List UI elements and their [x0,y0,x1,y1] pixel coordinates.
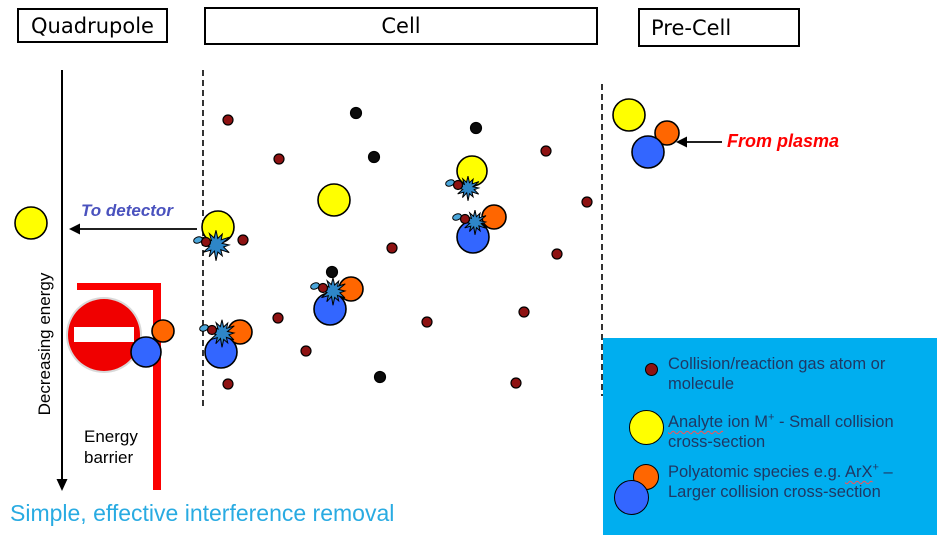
to-detector-arrowhead-icon [69,223,80,235]
no-entry-sign-bar [74,327,134,342]
gas-atom-dot [551,248,563,260]
collision-fragment-icon [193,236,203,244]
collision-fragment-icon [199,324,209,332]
legend-item-text: Analyte ion M+ - Small collision cross-s… [668,412,930,452]
collision-gas-dot [452,179,464,191]
polyatomic-blue-ion [313,292,347,326]
analyte-ion [14,206,48,240]
gas-atom-dot [367,150,381,164]
energy-barrier-vertical-bar [153,283,161,490]
gas-atom-dot [273,153,285,165]
legend-text-part: – Larger collision cross-section [668,463,893,501]
gas-atom-dot [510,377,522,389]
from-plasma-label: From plasma [727,131,840,151]
gas-atom-dot [469,121,483,135]
collision-fragment-icon [445,179,455,187]
gas-atom-dot [373,370,387,384]
collision-burst-icon [208,319,236,348]
collision-gas-dot [206,324,218,336]
to-detector-label: To detector [81,201,173,220]
legend-text-part: - Small collision cross-section [668,413,894,451]
analyte-ion [201,210,235,244]
region-title-quadrupole-label: Quadrupole [31,13,154,38]
polyatomic-orange-ion [654,120,680,146]
gas-atom-dot [237,234,249,246]
gas-atom-dot [272,312,284,324]
decreasing-energy-axis-label: Decreasing energy [35,272,54,416]
collision-gas-dot [459,213,471,225]
region-title-cell: Cell [204,7,598,45]
gas-atom-dot [540,145,552,157]
legend-text-part: + [767,411,775,424]
collision-fragment-icon [310,282,320,290]
polyatomic-orange-ion [227,319,253,345]
collision-burst-icon [319,277,347,306]
energy-barrier-horizontal-bar [77,283,161,290]
collision-burst-icon [462,209,488,235]
legend-text-part: ArX [845,463,873,481]
decreasing-energy-arrowhead-icon [56,479,68,491]
collision-burst-icon [201,230,231,261]
gas-atom-dot [222,114,234,126]
collision-fragment-icon [452,213,462,221]
gas-atom-dot [349,106,363,120]
region-title-precell-label: Pre-Cell [651,15,732,40]
legend-item-text: Collision/reaction gas atom or molecule [668,354,930,394]
collision-gas-dot [317,282,329,294]
from-plasma-arrowhead-icon [676,136,687,148]
gas-atom-dot [386,242,398,254]
polyatomic-orange-ion [481,204,507,230]
analyte-ion [612,98,646,132]
region-title-cell-label: Cell [381,14,421,38]
region-title-quadrupole: Quadrupole [17,8,168,43]
legend-text-part: + [872,461,879,474]
legend-item-text: Polyatomic species e.g. ArX+ – Larger co… [668,462,930,502]
legend-text-part: Collision/reaction gas atom or molecule [668,355,886,393]
polyatomic-blue-ion [204,335,238,369]
polyatomic-blue-ion [631,135,665,169]
legend-analyte-ion [629,410,664,445]
legend-text-part: Polyatomic species e.g. [668,463,846,481]
polyatomic-orange-ion [338,276,364,302]
footer-caption: Simple, effective interference removal [10,500,395,526]
region-title-precell: Pre-Cell [638,8,800,47]
analyte-ion [456,155,488,187]
no-entry-sign-icon [68,299,140,371]
legend-text-part: Analyte [668,413,724,431]
gas-atom-dot [581,196,593,208]
gas-atom-dot [421,316,433,328]
energy-barrier-label: Energy barrier [84,427,138,467]
gas-atom-dot [518,306,530,318]
legend-polyatomic-blue-ion [614,480,649,515]
gas-atom-dot [325,265,339,279]
gas-atom-dot [300,345,312,357]
polyatomic-blue-ion [456,220,490,254]
collision-gas-dot [200,236,212,248]
gas-atom-dot [222,378,234,390]
collision-burst-icon [455,175,481,201]
analyte-ion [317,183,351,217]
legend-text-part: ion M [723,413,768,431]
legend-gas-atom-dot [645,363,658,376]
